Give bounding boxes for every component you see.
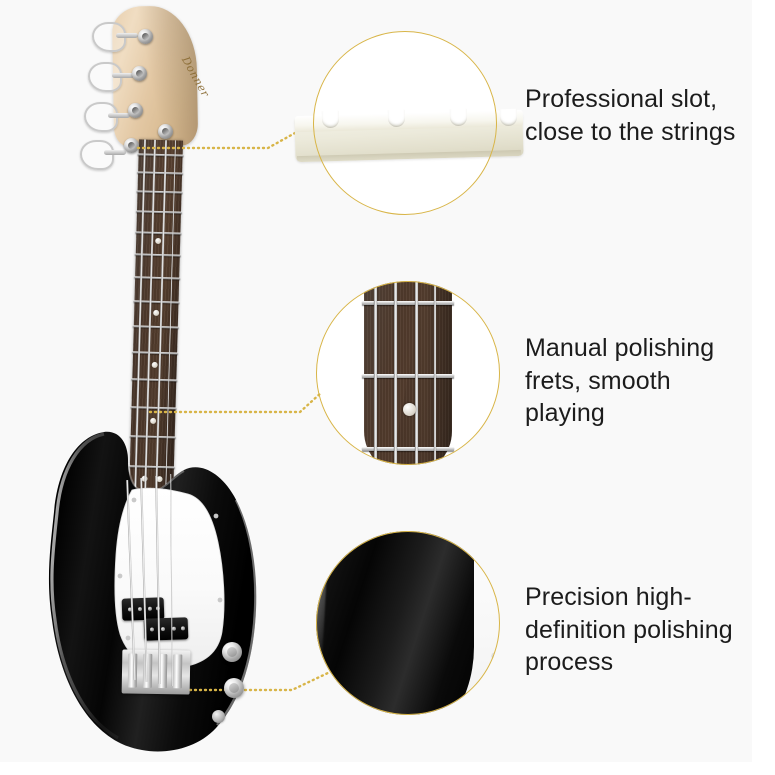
body-gloss-edge-detail (316, 531, 474, 715)
string (434, 281, 437, 465)
callout-circle-nut[interactable] (294, 31, 524, 215)
string (394, 281, 397, 465)
pickup-pole (180, 626, 186, 631)
pickguard-screw (492, 653, 498, 659)
bridge-saddle (142, 653, 153, 688)
bridge (121, 649, 191, 695)
tuner-stem (104, 150, 126, 155)
pickup-pole (149, 627, 155, 632)
fret (362, 301, 454, 305)
tuner-post (132, 66, 147, 81)
tuner-key (80, 140, 114, 170)
pickguard-screw (217, 597, 223, 603)
callout-circle-frets[interactable] (316, 281, 500, 465)
string (374, 281, 378, 465)
pickup-pole (137, 607, 143, 612)
string (415, 281, 418, 465)
pickguard-screw (131, 497, 137, 503)
fretboard-detail (362, 281, 454, 465)
fretboard-sheen (364, 281, 452, 465)
callout-polish-clip (316, 531, 500, 715)
caption-nut: Professional slot, close to the strings (525, 85, 736, 146)
pickguard-screw (125, 635, 131, 641)
guitar-nut-detail (294, 108, 524, 167)
pickup-pole (147, 606, 153, 611)
caption-frets: Manual polishing frets, smooth playing (525, 334, 715, 427)
caption-polish: Precision high- definition polishing pro… (525, 583, 733, 676)
output-jack (212, 710, 225, 723)
fret-inlay-dot (403, 403, 416, 416)
body-edge-highlight (50, 432, 119, 740)
tuner-post (138, 29, 153, 44)
pickguard-screw (213, 513, 219, 519)
pickup-pole (160, 627, 166, 632)
fret (362, 447, 454, 451)
callout-frets-clip (316, 281, 500, 465)
tuner-stem (112, 73, 134, 78)
guitar-body (44, 420, 260, 760)
volume-knob (222, 642, 242, 662)
fret (362, 374, 454, 378)
bridge-saddle (172, 654, 183, 689)
bass-guitar-photo: Donner (0, 0, 300, 775)
tuner-stem (108, 113, 130, 118)
tuner-post (128, 103, 143, 118)
pickguard-screw (117, 573, 123, 579)
tuner-post (124, 138, 139, 153)
tuner-post (158, 124, 173, 139)
pickup-coil-lower (143, 617, 189, 641)
tone-knob (224, 678, 244, 698)
tuner-stem (116, 33, 138, 38)
